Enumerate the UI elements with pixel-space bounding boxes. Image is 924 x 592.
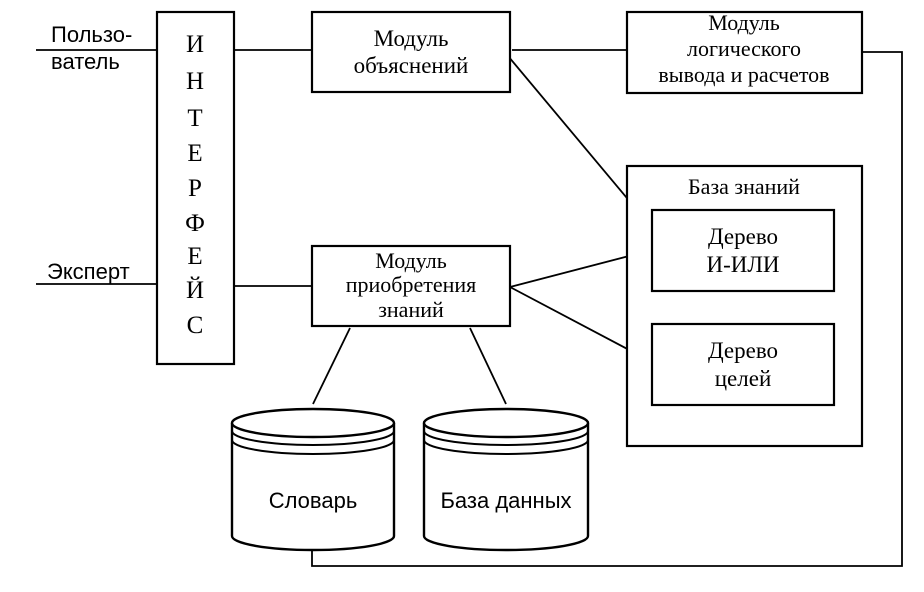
- dictionary-cylinder-top: [230, 407, 396, 439]
- dictionary-cylinder-ring: [231, 439, 395, 455]
- dictionary-cylinder-ring: [231, 430, 395, 446]
- interface-letter: И: [186, 31, 204, 58]
- acquisition-module-line2: приобретения: [346, 272, 477, 297]
- dictionary-storage: Словарь: [230, 407, 396, 552]
- goal-tree-node: Дерево целей: [650, 322, 836, 407]
- interface-letter: Ф: [185, 210, 205, 237]
- interface-block: И Н Т Е Р Ф Е Й С: [155, 10, 236, 366]
- explanation-module-subtitle: объяснений: [354, 53, 469, 78]
- database-cylinder-ring: [423, 430, 589, 446]
- inference-module-box: [625, 10, 864, 95]
- actor-labels: Пользо- ватель Эксперт: [47, 22, 132, 284]
- interface-letter: С: [187, 312, 204, 339]
- goal-tree-line1: Дерево: [708, 338, 778, 363]
- knowledge-base: База знаний Дерево И-ИЛИ Дерево целей: [625, 164, 864, 448]
- acquisition-to-database-line: [469, 327, 507, 405]
- interface-letter: Т: [187, 105, 202, 132]
- goal-tree-line2: целей: [715, 366, 772, 391]
- acquisition-module-line1: Модуль: [375, 248, 447, 273]
- inference-module: Модуль логического вывода и расчетов: [625, 10, 864, 95]
- database-cylinder-ring: [423, 439, 589, 455]
- inference-feedback-loop: [311, 51, 903, 567]
- explanation-module-title: Модуль: [374, 26, 449, 51]
- dictionary-cylinder-body: [230, 423, 396, 552]
- connectors: [36, 49, 903, 567]
- inference-module-line2: логического: [687, 36, 801, 61]
- expert-label: Эксперт: [47, 259, 130, 284]
- interface-letter: Е: [187, 140, 202, 167]
- goal-tree-box: [650, 322, 836, 407]
- inference-module-line3: вывода и расчетов: [658, 62, 829, 87]
- database-storage: База данных: [422, 407, 590, 552]
- acquisition-to-dictionary-line: [312, 327, 351, 405]
- and-or-tree-box: [650, 208, 836, 293]
- database-cylinder-top: [422, 407, 590, 439]
- interface-letters: И Н Т Е Р Ф Е Й С: [185, 31, 205, 339]
- interface-letter: Р: [188, 175, 202, 202]
- and-or-tree-line1: Дерево: [708, 224, 778, 249]
- interface-box: [155, 10, 236, 366]
- and-or-tree-node: Дерево И-ИЛИ: [650, 208, 836, 293]
- interface-letter: Й: [186, 276, 204, 304]
- database-label: База данных: [440, 488, 571, 513]
- acquisition-module: Модуль приобретения знаний: [310, 244, 512, 328]
- user-label-line2: ватель: [51, 49, 120, 74]
- interface-letter: Е: [187, 243, 202, 270]
- dictionary-label: Словарь: [269, 488, 358, 513]
- explanation-module-box: [310, 10, 512, 94]
- explanation-module: Модуль объяснений: [310, 10, 512, 94]
- knowledge-base-title: База знаний: [688, 174, 800, 199]
- inference-module-line1: Модуль: [708, 10, 780, 35]
- and-or-tree-line2: И-ИЛИ: [706, 252, 779, 277]
- acquisition-module-line3: знаний: [378, 297, 444, 322]
- interface-letter: Н: [186, 68, 204, 95]
- database-cylinder-body: [422, 423, 590, 552]
- acquisition-module-box: [310, 244, 512, 328]
- user-label-line1: Пользо-: [51, 22, 132, 47]
